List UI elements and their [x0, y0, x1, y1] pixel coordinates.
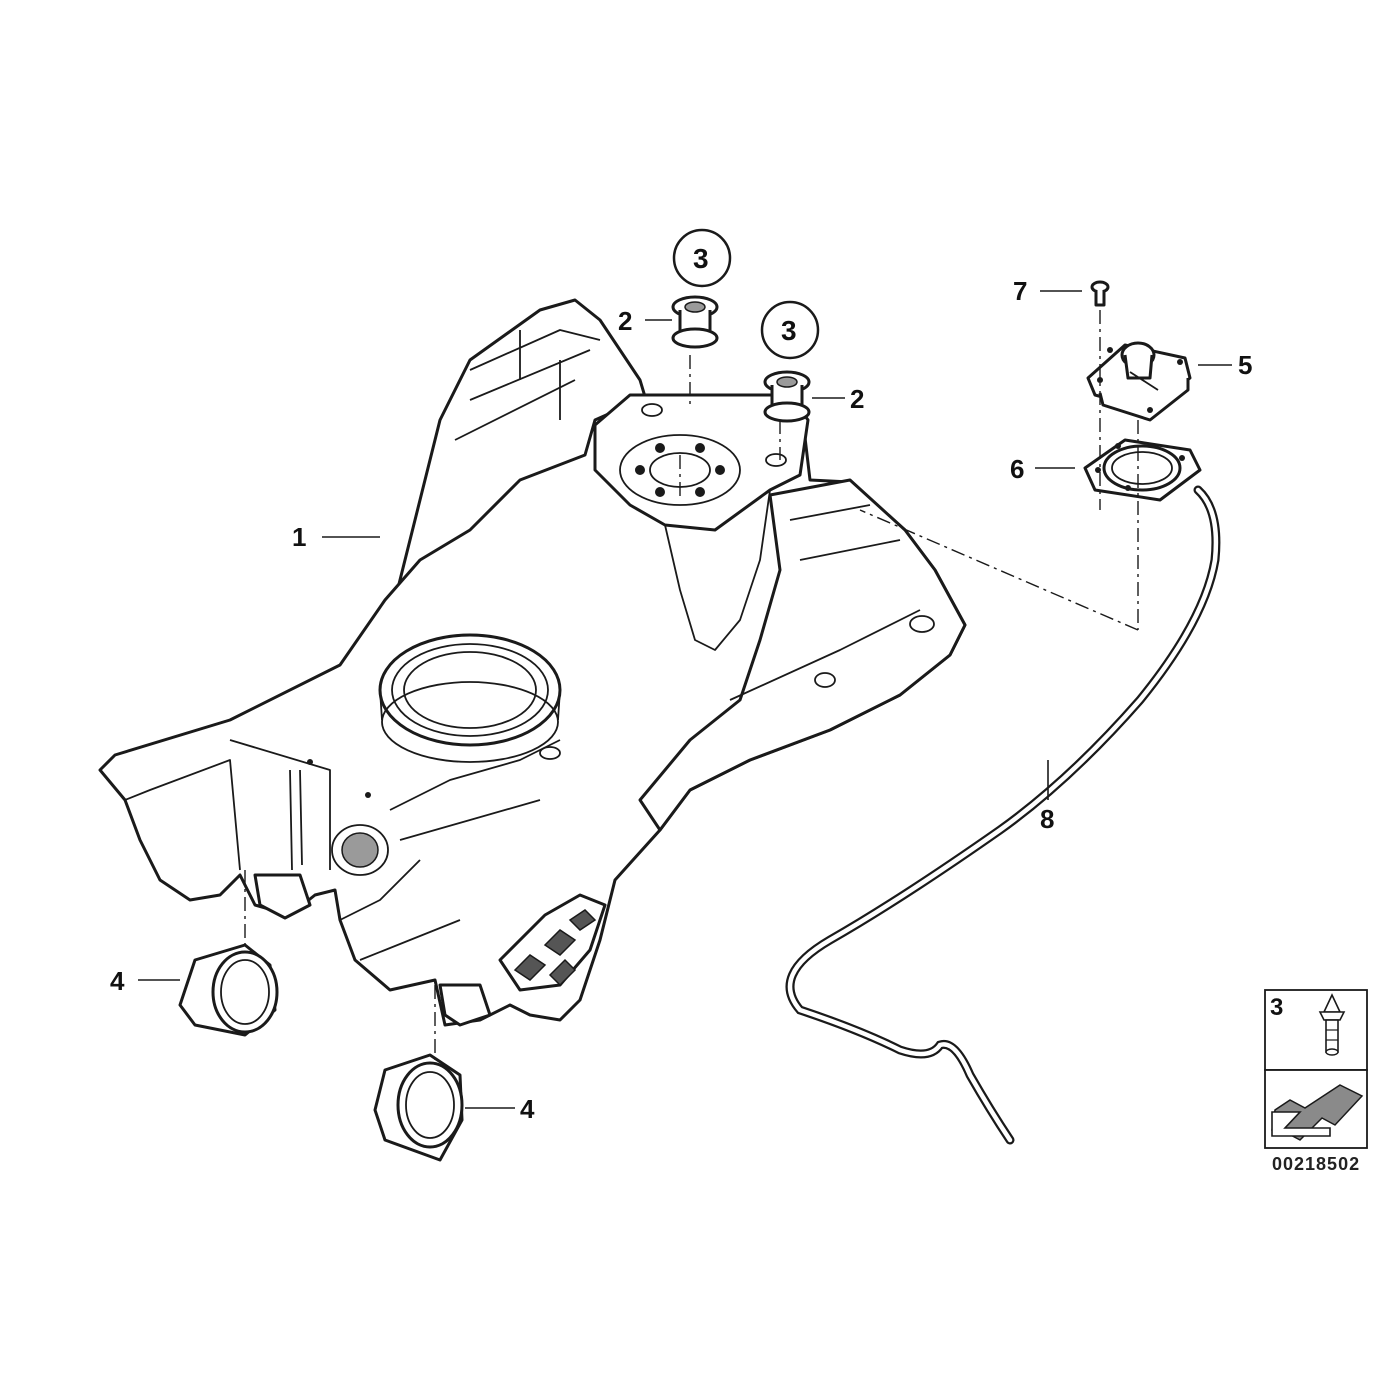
- orientation-arrow-icon: [1271, 1084, 1364, 1141]
- callout-5: 5: [1238, 350, 1252, 380]
- rubber-mount-right: [373, 1053, 464, 1162]
- assembly-lines: [244, 310, 1139, 1060]
- rubber-mount-left: [178, 943, 279, 1037]
- callout-4-right: 4: [520, 1094, 535, 1124]
- flange-gasket: [1083, 438, 1202, 502]
- callout-circle-3-right: [760, 300, 820, 360]
- diagram-reference-number: 00218502: [1272, 1154, 1360, 1174]
- fuel-tank: [98, 298, 967, 1027]
- fuel-pump-flange: [1086, 341, 1192, 422]
- callout-2-right: 2: [850, 384, 864, 414]
- callout-4-left: 4: [110, 966, 125, 996]
- callout-1: 1: [292, 522, 306, 552]
- callout-7: 7: [1013, 276, 1027, 306]
- grommet-left: [671, 295, 719, 349]
- push-rivet-icon: [1318, 993, 1346, 1056]
- callout-3-right: 3: [781, 315, 797, 346]
- inset-number: 3: [1270, 994, 1283, 1021]
- callout-circle-3-left: [672, 228, 732, 288]
- callout-3-left: 3: [693, 243, 709, 274]
- leader-lines: [138, 290, 1232, 1109]
- callout-8: 8: [1040, 804, 1054, 834]
- grommet-right: [763, 370, 811, 423]
- callout-6: 6: [1010, 454, 1024, 484]
- inset-box: 3: [1264, 989, 1368, 1149]
- callout-2-left: 2: [618, 306, 632, 336]
- screw: [1090, 280, 1110, 307]
